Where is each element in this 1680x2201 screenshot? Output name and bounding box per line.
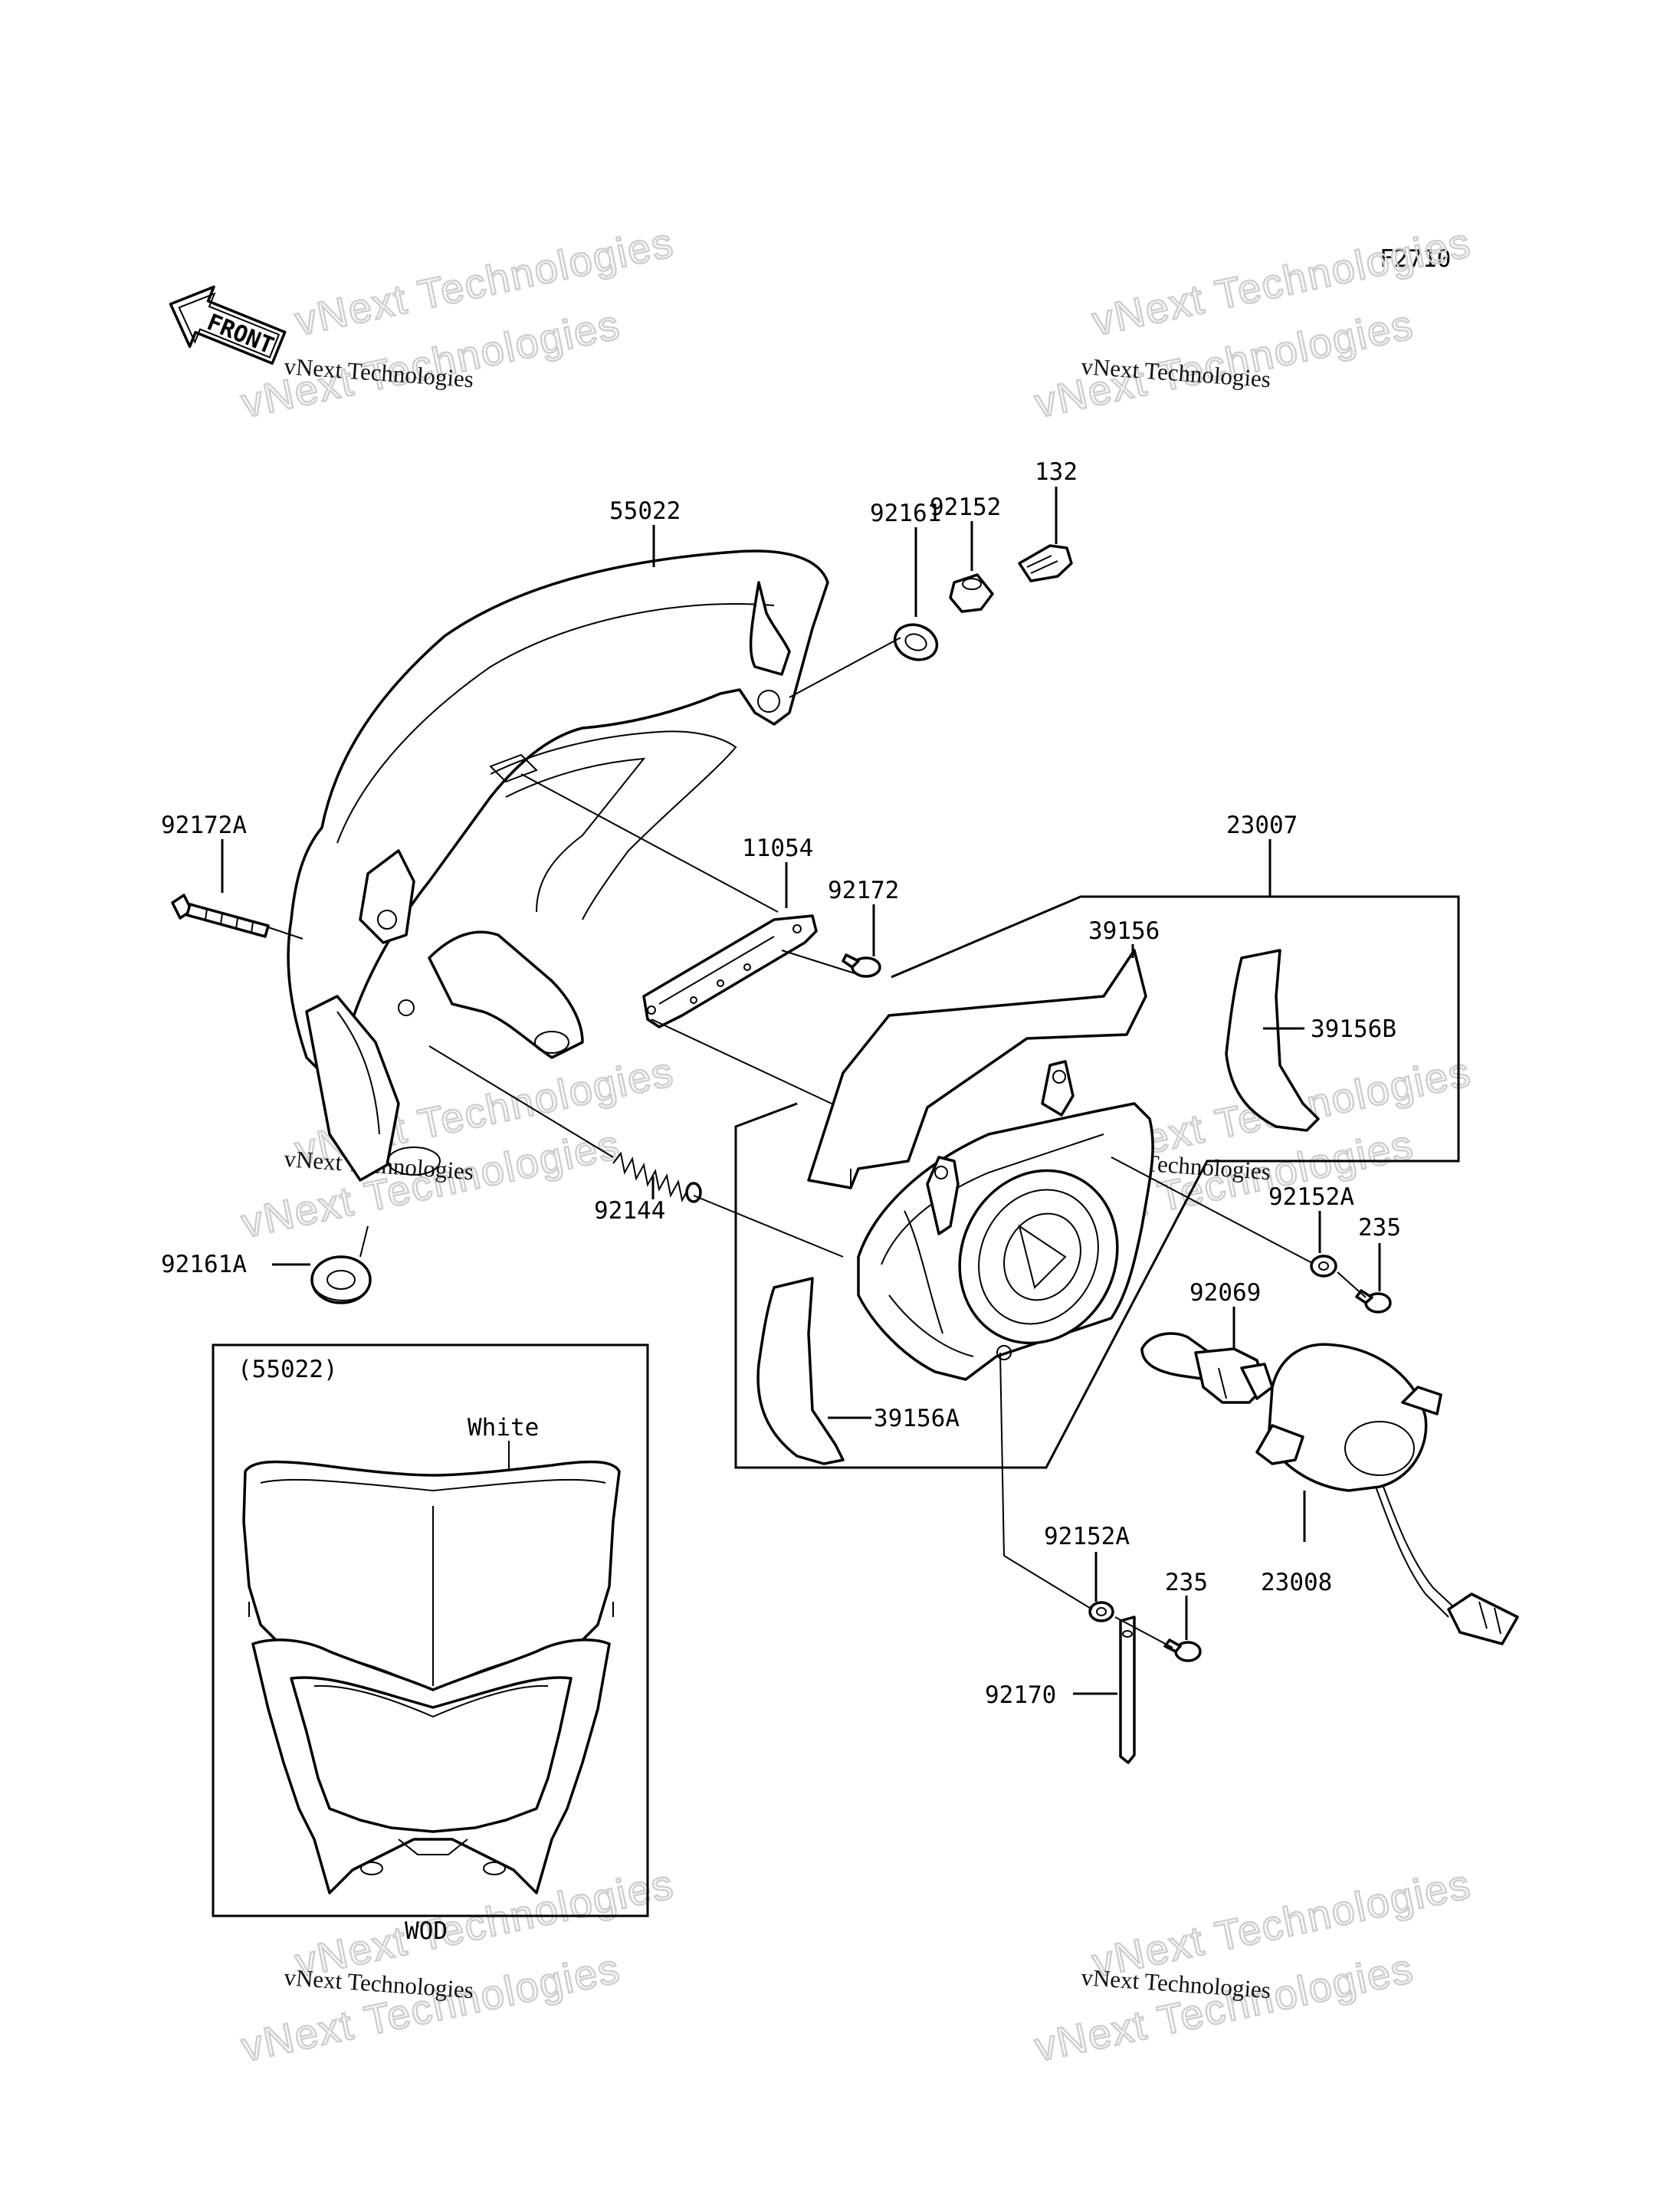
front-arrow-icon: FRONT (169, 285, 287, 365)
label-92152A-bottom: 92152A (1044, 1523, 1130, 1550)
label-92172A: 92172A (161, 812, 247, 839)
part-labels: 55022 92161 92152 132 92172A 11054 92172… (161, 458, 1401, 1709)
shield-39156B (1225, 949, 1320, 1132)
label-92170: 92170 (985, 1681, 1056, 1709)
label-23007: 23007 (1226, 812, 1298, 839)
label-235-top: 235 (1358, 1214, 1401, 1242)
label-92152A-top: 92152A (1268, 1183, 1354, 1211)
headlight-cover-55022 (287, 549, 829, 1182)
bulb-92069 (1140, 1332, 1274, 1404)
label-23008: 23008 (1261, 1569, 1332, 1596)
spring-92144 (612, 1151, 702, 1203)
label-92152: 92152 (930, 494, 1001, 521)
label-132: 132 (1035, 458, 1078, 486)
label-92069: 92069 (1189, 1279, 1261, 1307)
shield-39156 (807, 949, 1147, 1189)
watermark-1: vNext Technologies vNext Technologies vN… (237, 218, 679, 428)
strap-92170 (1119, 1615, 1136, 1764)
screw-92172 (842, 953, 881, 978)
washer-92152A-bottom (1088, 1601, 1114, 1622)
grommet-92161A (310, 1255, 372, 1304)
inset-title: (55022) (238, 1356, 338, 1383)
bracket-11054 (642, 914, 818, 1028)
assembly-box-23007 (734, 895, 1460, 1469)
inset-color-note: White (468, 1414, 539, 1442)
label-39156: 39156 (1088, 917, 1160, 945)
watermark-5: vNext Technologies vNext Technologies vN… (237, 1860, 679, 2071)
inset-model: WOD (405, 1917, 448, 1945)
grommet-92161 (893, 623, 939, 661)
figure-code: F2710 (1380, 245, 1451, 273)
socket-23008 (1255, 1343, 1519, 1645)
label-92144: 92144 (594, 1197, 665, 1225)
svg-text:vNext Technologies: vNext Technologies (1088, 219, 1475, 344)
shield-39156A (756, 1277, 845, 1465)
bolt-92172A (171, 894, 270, 938)
headlight-unit (857, 1060, 1154, 1381)
label-39156B: 39156B (1311, 1015, 1396, 1043)
label-11054: 11054 (742, 835, 813, 862)
label-235-bottom: 235 (1165, 1569, 1208, 1596)
label-92161: 92161 (870, 500, 941, 527)
bolt-132 (1018, 544, 1073, 582)
label-39156A: 39156A (874, 1405, 960, 1432)
collar-92152 (949, 573, 994, 613)
washer-92152A-top (1310, 1255, 1337, 1278)
inset-box: (55022) White WOD (212, 1343, 649, 1945)
screw-235-bottom (1163, 1638, 1202, 1662)
label-92172: 92172 (828, 877, 899, 904)
leader-lines (221, 487, 1381, 1695)
watermark-2: vNext Technologies vNext Technologies vN… (1030, 218, 1476, 428)
label-55022: 55022 (609, 497, 681, 525)
label-92161A: 92161A (161, 1251, 247, 1278)
watermark-6: vNext Technologies vNext Technologies vN… (1030, 1860, 1476, 2071)
